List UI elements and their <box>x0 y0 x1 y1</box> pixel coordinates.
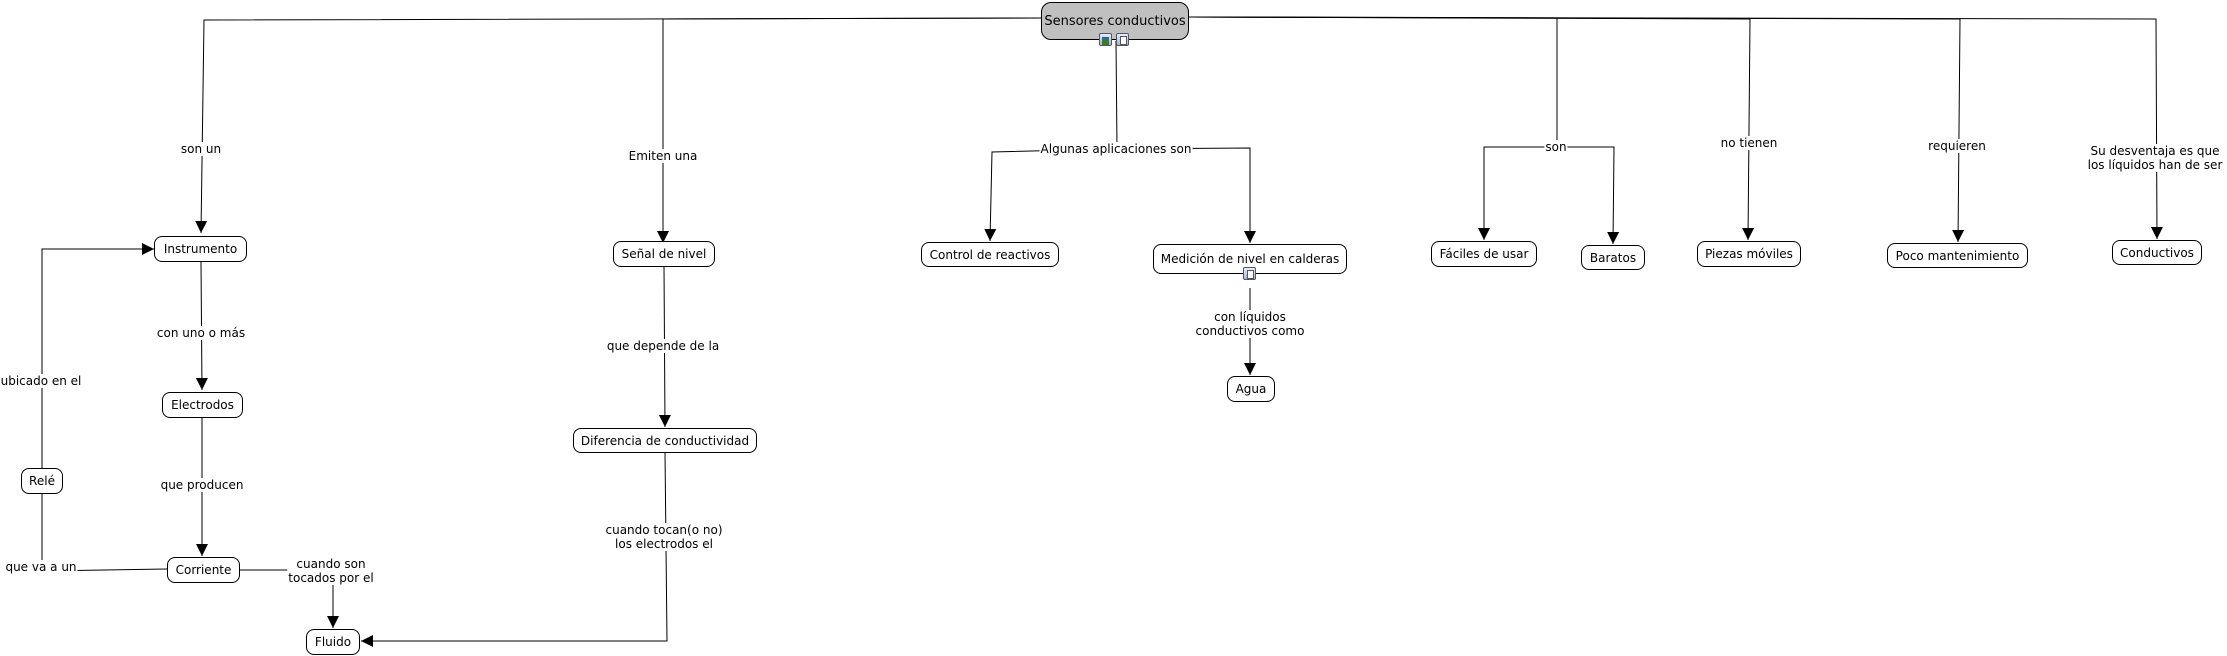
link-root-senal <box>657 17 1042 243</box>
concept-control[interactable]: Control de reactivos <box>921 242 1059 267</box>
link-label-son: son <box>1544 140 1568 154</box>
link-label-cuando-son-line1: cuando son <box>296 557 366 571</box>
concept-rele[interactable]: Relé <box>21 468 63 494</box>
link-son-baratos <box>1557 146 1620 245</box>
concept-faciles[interactable]: Fáciles de usar <box>1431 241 1537 267</box>
link-label-tocan: cuando tocan(o no) los electrodos el <box>604 523 724 551</box>
link-label-ubicado: ubicado en el <box>0 374 83 388</box>
document-icon[interactable] <box>1243 267 1256 280</box>
concept-corriente[interactable]: Corriente <box>167 557 240 583</box>
concept-baratos[interactable]: Baratos <box>1581 245 1645 270</box>
link-label-desventaja: Su desventaja es que los líquidos han de… <box>2086 144 2224 172</box>
link-label-liquidos-line1: con líquidos <box>1214 310 1286 324</box>
link-label-que-producen: que producen <box>159 478 245 492</box>
concept-fluido[interactable]: Fluido <box>306 629 360 655</box>
link-label-liquidos: con líquidos conductivos como <box>1194 310 1306 338</box>
link-label-liquidos-line2: conductivos como <box>1195 324 1305 338</box>
concept-senal[interactable]: Señal de nivel <box>613 241 715 267</box>
concept-agua[interactable]: Agua <box>1227 376 1275 402</box>
link-label-aplicaciones: Algunas aplicaciones son <box>1039 142 1193 156</box>
image-icon[interactable] <box>1099 33 1112 46</box>
link-root-conductivos <box>1187 16 2163 240</box>
link-root-son <box>1187 16 1558 147</box>
link-label-con-uno: con uno o más <box>155 326 247 340</box>
concept-poco[interactable]: Poco mantenimiento <box>1887 243 2028 268</box>
concept-conductivos[interactable]: Conductivos <box>2112 240 2202 265</box>
document-icon[interactable] <box>1116 33 1129 46</box>
link-root-aplicaciones <box>1115 40 1118 150</box>
link-label-tocan-line2: los electrodos el <box>615 537 713 551</box>
link-diferencia-fluido <box>361 451 668 647</box>
link-label-desventaja-line1: Su desventaja es que <box>2090 144 2220 158</box>
link-label-cuando-son: cuando son tocados por el <box>287 557 375 585</box>
concept-instrumento[interactable]: Instrumento <box>154 236 247 262</box>
link-label-que-va: que va a un <box>4 560 78 574</box>
link-label-requieren: requieren <box>1927 139 1987 153</box>
link-root-piezas <box>1187 16 1755 241</box>
concept-root[interactable]: Sensores conductivos <box>1041 2 1189 40</box>
link-label-no-tienen: no tienen <box>1719 136 1779 150</box>
link-aplic-control <box>984 148 1118 242</box>
link-label-emiten: Emiten una <box>627 149 699 163</box>
concept-piezas[interactable]: Piezas móviles <box>1697 241 1801 267</box>
link-label-desventaja-line2: los líquidos han de ser <box>2087 158 2223 172</box>
link-rele-instrumento <box>41 243 154 468</box>
link-label-depende: que depende de la <box>605 339 721 353</box>
link-root-instrumento <box>195 17 1042 234</box>
concept-electrodos[interactable]: Electrodos <box>162 392 243 418</box>
link-son-faciles <box>1478 146 1557 240</box>
concept-diferencia[interactable]: Diferencia de conductividad <box>573 428 757 453</box>
link-label-cuando-son-line2: tocados por el <box>288 571 374 585</box>
link-aplic-medicion <box>1116 147 1256 243</box>
link-label-son-un: son un <box>179 142 223 156</box>
link-label-tocan-line1: cuando tocan(o no) <box>605 523 723 537</box>
link-root-poco <box>1187 16 1965 243</box>
